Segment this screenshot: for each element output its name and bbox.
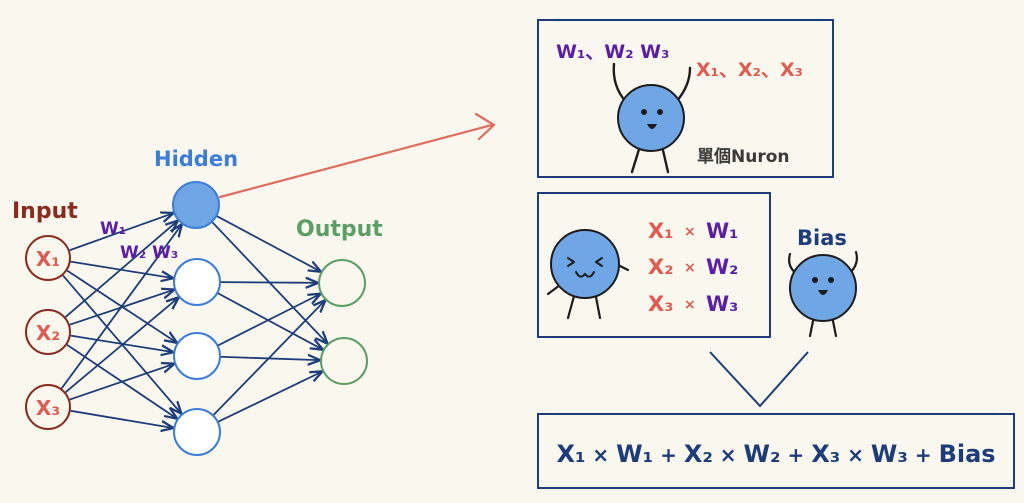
bias-label: Bias <box>797 226 847 250</box>
product-2-x: X₂ <box>648 255 673 279</box>
product-2-w: W₂ <box>706 255 738 279</box>
input-node-2-label: X₂ <box>36 321 60 345</box>
connection-x3-h2 <box>65 298 178 393</box>
formula-part-6: W₂ <box>744 440 781 468</box>
combine-funnel <box>709 351 809 408</box>
product-1-x: X₁ <box>648 219 673 243</box>
connection-h3-o1 <box>217 294 320 347</box>
input-layer-label: Input <box>12 199 78 224</box>
product-2-op: × <box>684 260 696 276</box>
weighted-products-box: X₁ × W₁ X₂ × W₂ X₃ × W₃ <box>537 192 771 338</box>
formula-box: X₁ × W₁ + X₂ × W₂ + X₃ × W₃ + Bias <box>537 413 1015 489</box>
connection-h4-o1 <box>212 301 325 417</box>
hidden-node-3 <box>173 332 221 380</box>
connection-h2-o1 <box>219 282 317 283</box>
formula-part-12: Bias <box>939 440 996 468</box>
hidden-node-2 <box>173 258 221 306</box>
happy-neuron-character <box>546 229 630 320</box>
input-node-1: X₁ <box>25 235 71 281</box>
formula-part-2: W₁ <box>616 440 653 468</box>
product-row-1: X₁ × W₁ <box>648 219 738 243</box>
highlight-arrow <box>218 112 496 199</box>
connection-x3-h1 <box>60 225 182 389</box>
weight-label-23: W₂ W₃ <box>120 243 178 263</box>
formula-part-5: × <box>713 443 744 467</box>
product-1-op: × <box>684 224 696 240</box>
formula-part-11: + <box>908 443 939 467</box>
connection-x3-h3 <box>69 364 174 401</box>
input-node-1-label: X₁ <box>36 247 60 271</box>
formula-part-8: X₃ <box>811 440 840 468</box>
product-3-w: W₃ <box>706 292 738 316</box>
connection-x2-h1 <box>64 221 177 318</box>
output-layer-label: Output <box>296 217 383 242</box>
connection-x2-h3 <box>70 334 173 352</box>
formula-part-3: + <box>653 443 684 467</box>
connection-h4-o2 <box>217 372 322 423</box>
formula-part-4: X₂ <box>684 440 713 468</box>
weight-label-1: W₁ <box>100 219 126 239</box>
hidden-layer-label: Hidden <box>154 147 238 171</box>
product-1-w: W₁ <box>706 219 738 243</box>
output-node-1 <box>318 259 366 307</box>
connection-h2-o2 <box>216 292 322 349</box>
connection-x1-h1 <box>69 213 173 252</box>
bias-group: Bias <box>788 226 858 338</box>
input-node-3: X₃ <box>25 384 71 430</box>
product-3-op: × <box>684 297 696 313</box>
input-hidden-connections <box>60 213 182 428</box>
connection-x3-h4 <box>70 409 173 428</box>
neuron-weights-label: W₁、W₂ W₃ <box>556 41 669 63</box>
hidden-output-connections <box>211 215 327 423</box>
formula-part-9: × <box>840 443 871 467</box>
product-3-x: X₃ <box>648 292 673 316</box>
formula-part-1: × <box>585 443 616 467</box>
formula-part-0: X₁ <box>556 440 585 468</box>
neuron-inputs-label: X₁、X₂、X₃ <box>696 59 803 81</box>
product-row-2: X₂ × W₂ <box>648 255 738 279</box>
input-node-2: X₂ <box>25 309 71 355</box>
hidden-node-4 <box>173 408 221 456</box>
neuron-caption: 單個Nuron <box>697 146 790 167</box>
hidden-node-1 <box>172 181 220 229</box>
product-row-3: X₃ × W₃ <box>648 292 738 316</box>
single-neuron-box: W₁、W₂ W₃ X₁、X₂、X₃ 單個Nuron <box>537 19 834 178</box>
output-node-2 <box>320 337 368 385</box>
formula-part-7: + <box>781 443 812 467</box>
input-node-3-label: X₃ <box>36 396 60 420</box>
bias-character <box>788 250 858 338</box>
connection-h1-o1 <box>215 215 320 271</box>
neuron-character <box>612 62 692 174</box>
formula-text: X₁ × W₁ + X₂ × W₂ + X₃ × W₃ + Bias <box>556 440 995 468</box>
formula-part-10: W₃ <box>871 440 908 468</box>
